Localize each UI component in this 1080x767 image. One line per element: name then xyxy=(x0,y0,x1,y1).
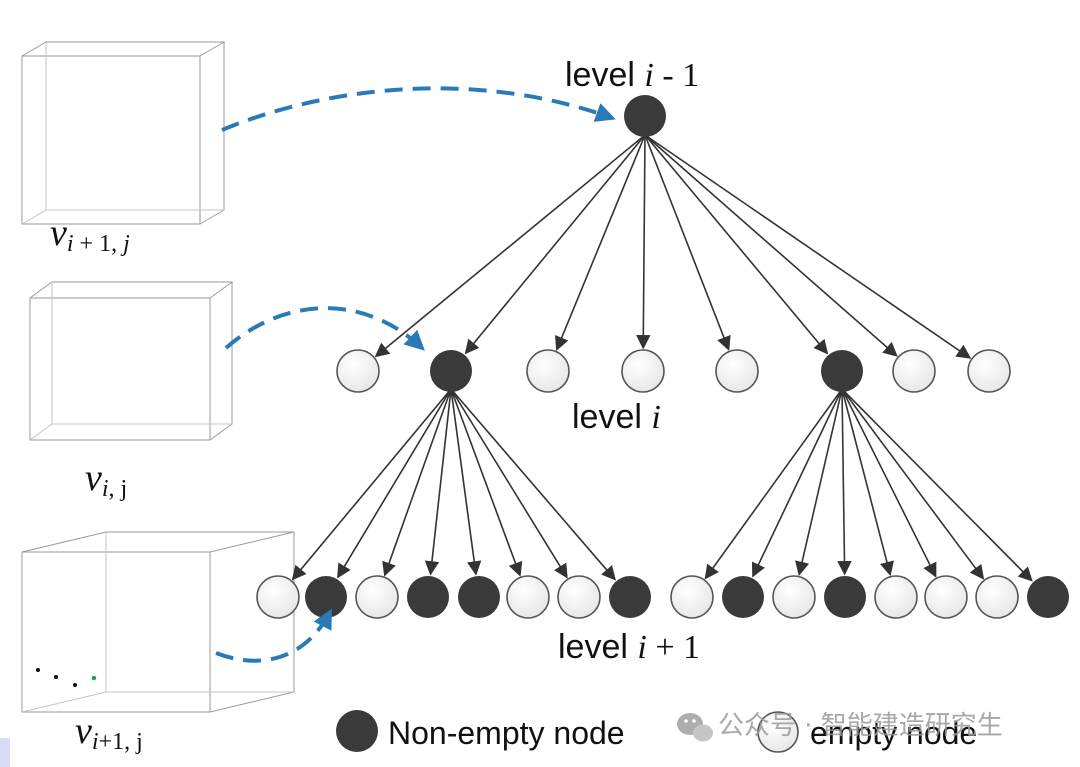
point-cloud-panels xyxy=(21,41,295,713)
edge-level-i-to-child xyxy=(841,388,1033,582)
edge-level-i-to-child xyxy=(704,388,843,580)
tree-nodes xyxy=(256,95,1069,619)
legend-filled-node xyxy=(336,710,378,752)
panel-1-box xyxy=(21,41,226,225)
level-i-node xyxy=(430,350,472,392)
level-i-plus-1-node xyxy=(355,575,399,619)
panel-2-caption: vi, j xyxy=(85,457,127,502)
level-i-plus-1-node xyxy=(1027,576,1069,618)
edge-level-i-to-child xyxy=(291,388,452,581)
edge-level-i-to-child xyxy=(450,388,568,579)
edge-root-to-level-i xyxy=(464,134,646,355)
legend: Non-empty node empty node xyxy=(336,710,977,753)
mapping-arrow-bottom xyxy=(215,608,332,663)
edge-level-i-to-child xyxy=(841,388,937,578)
level-i-plus-1-node xyxy=(557,575,601,619)
level-i-node xyxy=(621,349,665,393)
edge-level-i-to-child xyxy=(841,388,894,577)
panel-2-box xyxy=(29,281,234,441)
edge-root-to-level-i xyxy=(644,134,972,359)
mapping-arrows xyxy=(215,86,616,663)
edge-root-to-level-i xyxy=(374,134,646,358)
level-i-plus-1-node xyxy=(609,576,651,618)
level-i-node xyxy=(967,349,1011,393)
edge-decoration xyxy=(0,738,10,767)
level-i-plus-1-node xyxy=(458,576,500,618)
level-i-plus-1-node xyxy=(975,575,1019,619)
mapping-arrow-top xyxy=(221,86,616,132)
level-i-plus-1-node xyxy=(506,575,550,619)
edge-root-to-level-i xyxy=(555,134,646,352)
legend-filled-label: Non-empty node xyxy=(388,715,625,751)
edge-level-i-to-child xyxy=(450,388,523,577)
level-i-node xyxy=(715,349,759,393)
edge-level-i-to-child xyxy=(841,388,985,580)
edge-level-i-to-child xyxy=(337,388,452,579)
edge-root-to-level-i xyxy=(644,134,731,351)
panel-1-caption: vi + 1, j xyxy=(50,212,130,257)
legend-empty-label: empty node xyxy=(810,715,977,751)
legend-empty-node xyxy=(757,711,799,753)
level-i-node xyxy=(892,349,936,393)
edge-level-i-to-child xyxy=(450,388,482,576)
watermark: 公众号 · 智能建造研究生 xyxy=(677,711,1003,742)
wechat-icon xyxy=(677,713,713,742)
level-i-node xyxy=(336,349,380,393)
edge-root-to-level-i xyxy=(644,134,829,355)
level-i-plus-1-node xyxy=(824,576,866,618)
panel-3-caption: vi+1, j xyxy=(75,710,143,755)
edge-level-i-to-child xyxy=(837,388,852,576)
edge-level-i-to-child xyxy=(450,388,616,581)
level-bottom-label: level i + 1 xyxy=(558,628,700,666)
level-i-plus-1-node xyxy=(407,576,449,618)
level-i-plus-1-node xyxy=(772,575,816,619)
edge-root-to-level-i xyxy=(636,134,651,350)
edge-level-i-to-child xyxy=(795,388,843,576)
edge-level-i-to-child xyxy=(382,388,452,577)
edge-level-i-to-child xyxy=(424,388,452,576)
level-i-plus-1-node xyxy=(670,575,714,619)
level-i-node xyxy=(821,350,863,392)
level-i-plus-1-node xyxy=(256,575,300,619)
level-i-node xyxy=(526,349,570,393)
level-i-plus-1-node xyxy=(305,576,347,618)
edge-level-i-to-child xyxy=(751,388,843,578)
level-i-plus-1-node xyxy=(874,575,918,619)
edge-root-to-level-i xyxy=(644,134,898,357)
root-node xyxy=(624,95,666,137)
panel-3-box xyxy=(21,531,295,713)
tree-edges xyxy=(291,134,1033,582)
level-i-plus-1-node xyxy=(924,575,968,619)
level-top-label: level i - 1 xyxy=(565,56,699,94)
level-middle-label: level i xyxy=(572,398,661,436)
level-i-plus-1-node xyxy=(722,576,764,618)
watermark-text: 公众号 · 智能建造研究生 xyxy=(718,711,1003,741)
